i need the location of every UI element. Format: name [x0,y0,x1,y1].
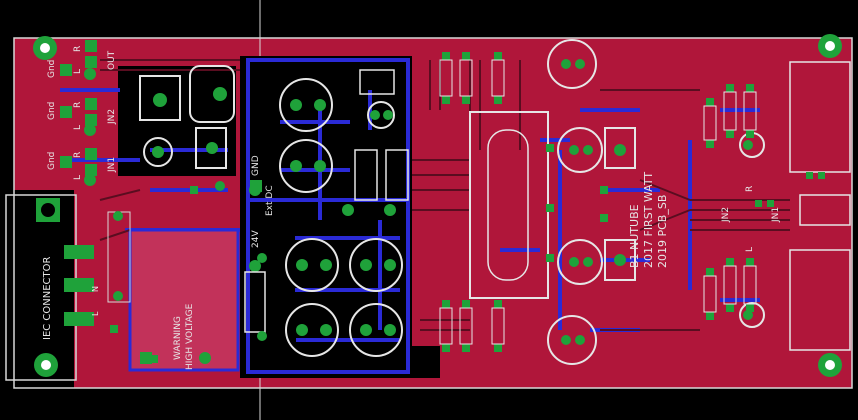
power-pads [140,180,267,364]
label-24v: 24V [251,230,261,248]
title-line-1: B1 NUTUBE [628,204,641,268]
board-outline [13,37,853,389]
label-gnd-2: Gnd [47,102,57,120]
mounting-holes [33,34,842,377]
warning-area [130,230,238,370]
title-line-3: 2019 PCB_SB [656,195,669,268]
label-r-1: R [73,46,83,52]
label-gnd-4: GND [251,155,261,176]
label-gnd-1: Gnd [47,60,57,78]
resistors [110,52,754,363]
label-iec-connector: IEC CONNECTOR [42,256,53,340]
label-l-power: L [91,311,100,316]
label-l-1: L [73,69,83,74]
bulk-capacitors [139,65,235,169]
silkscreen-labels: Gnd Gnd Gnd R L R L R L OUT JN2 JN1 IEC … [42,46,781,370]
label-gnd-3: Gnd [47,152,57,170]
label-l-2: L [73,125,83,130]
label-r-3: R [73,152,83,158]
label-out: OUT [107,50,117,70]
label-high-voltage: HIGH VOLTAGE [185,303,195,370]
label-jn2-left: JN2 [107,109,117,125]
output-capacitors [547,39,765,365]
label-l-right: L [745,247,755,252]
label-r-2: R [73,102,83,108]
label-warning: WARNING [173,316,183,360]
label-jn2-right: JN2 [721,207,731,223]
iec-connector [5,194,131,381]
label-l-3: L [73,175,83,180]
transistors [604,127,636,281]
label-jn1-right: JN1 [771,207,781,223]
filter-capacitors [279,78,403,357]
label-jn1-left: JN1 [107,157,117,173]
label-r-right: R [745,186,755,192]
label-ext-dc: Ext DC [265,185,275,216]
filter-capacitor-pads [249,99,396,336]
title-line-2: 2017 FIRST WATT [642,172,655,268]
label-n: N [91,286,100,292]
rca-headers-left [60,40,97,186]
